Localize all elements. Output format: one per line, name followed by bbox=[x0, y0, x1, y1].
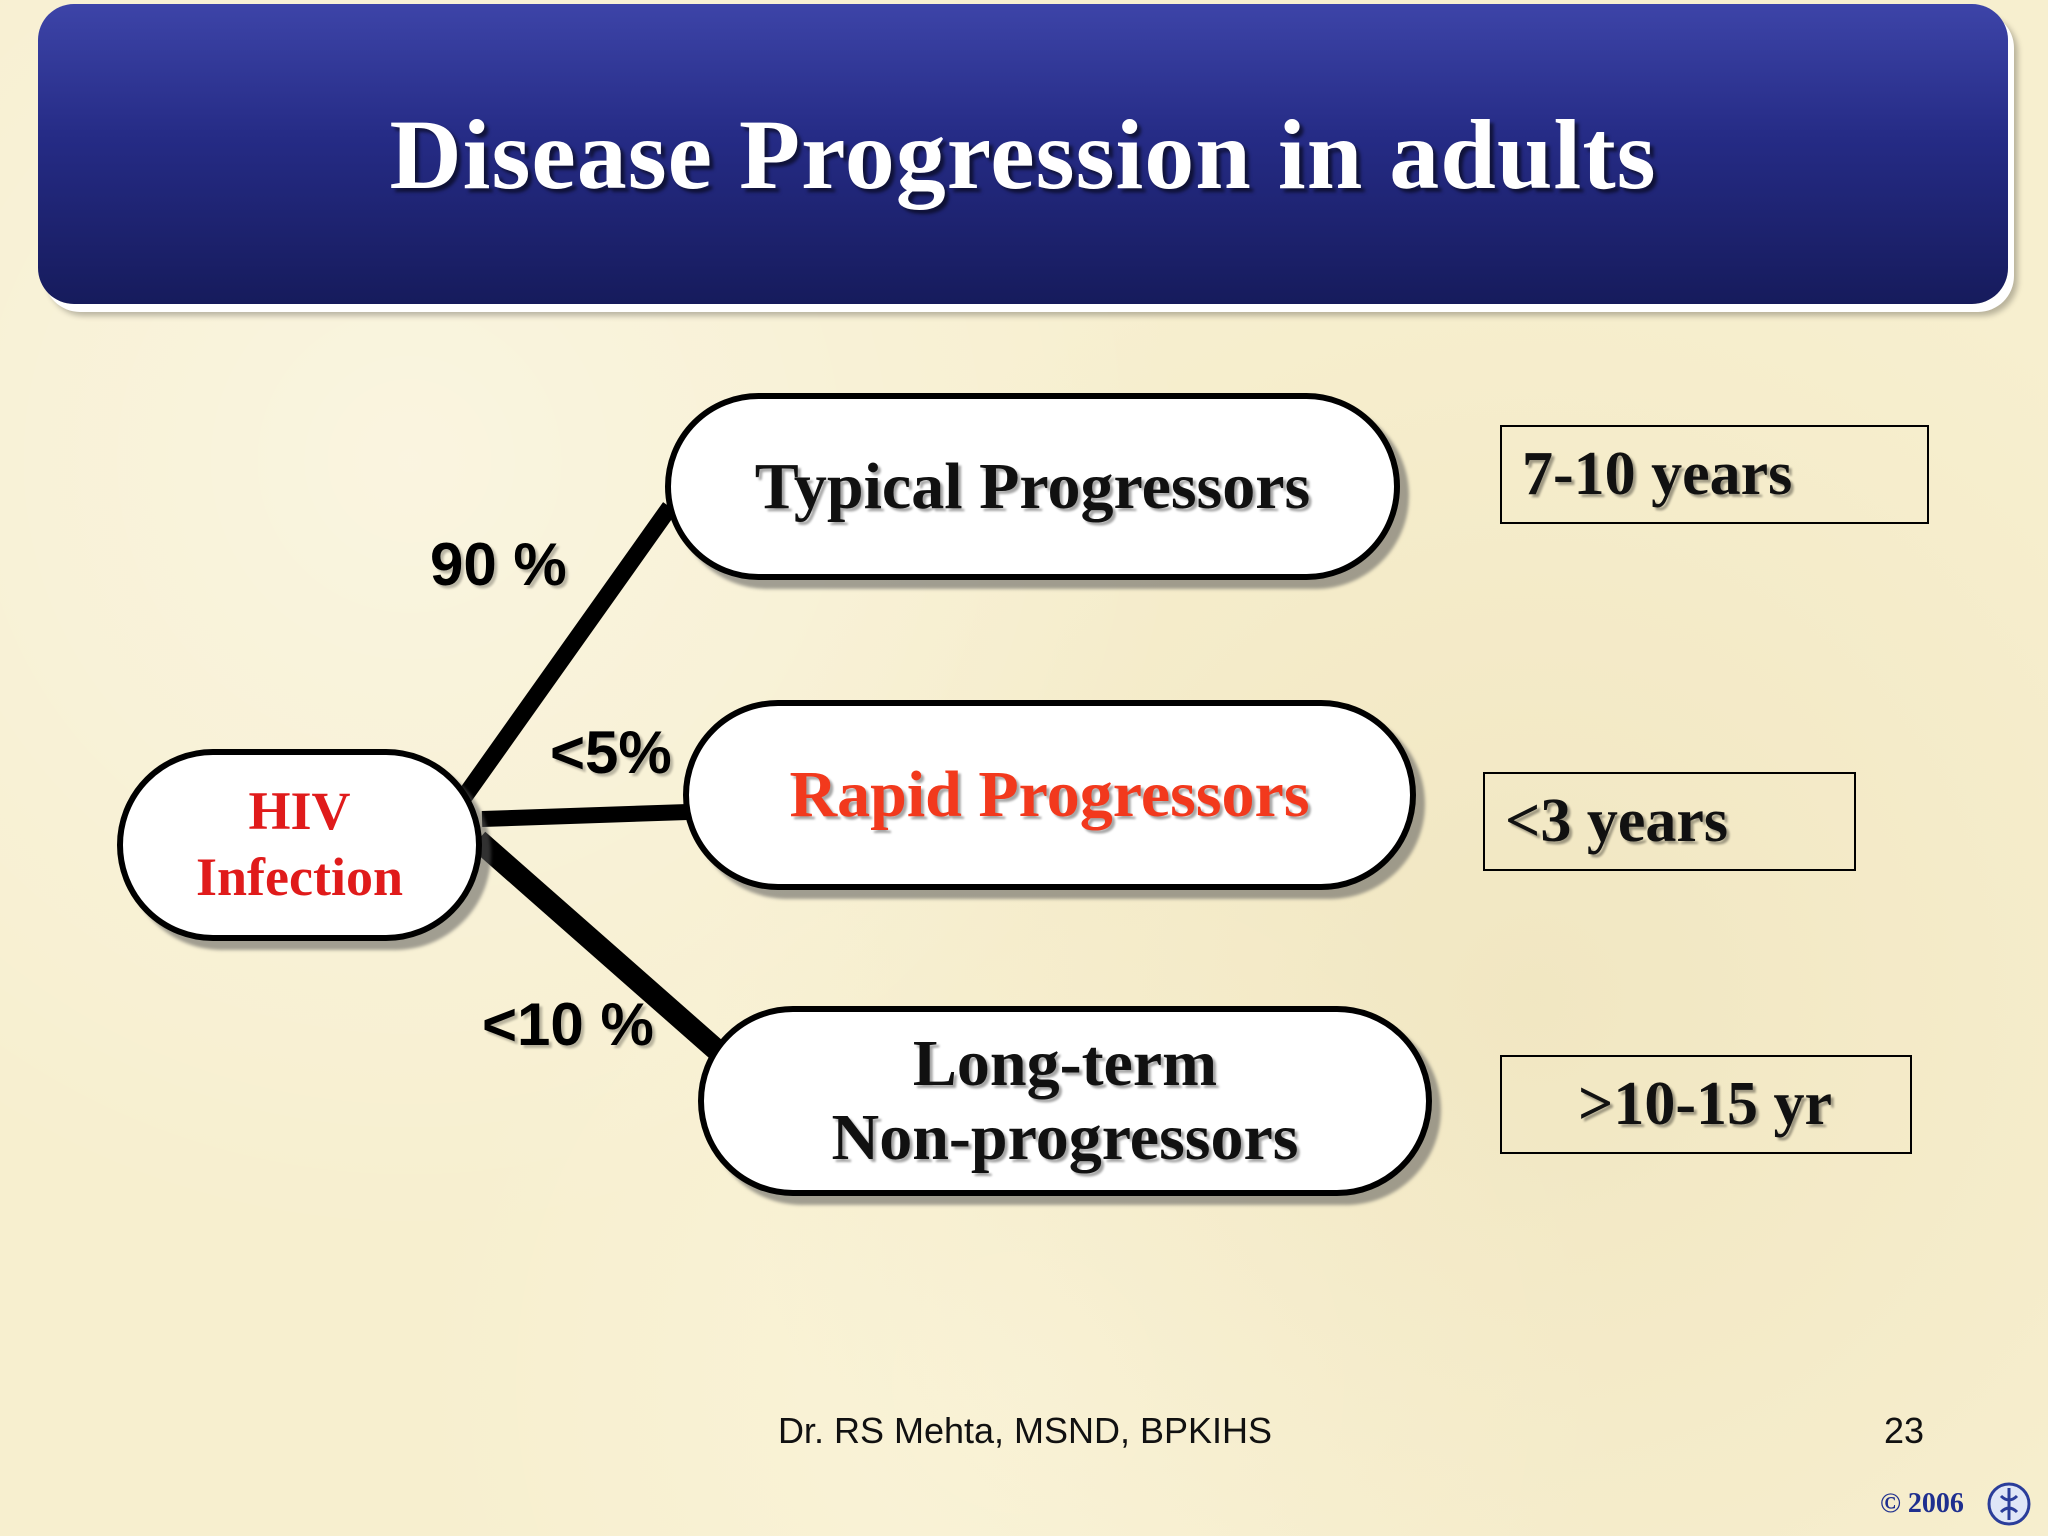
duration-rapid: <3 years bbox=[1505, 787, 1728, 855]
connector-rapid bbox=[481, 804, 689, 827]
duration-box-typical: 7-10 years bbox=[1500, 425, 1929, 524]
node-long-term-non-progressors: Long-term Non-progressors bbox=[698, 1006, 1432, 1196]
copyright-text: © 2006 bbox=[1880, 1488, 1964, 1519]
title-bar: Disease Progression in adults bbox=[38, 4, 2008, 304]
slide-title: Disease Progression in adults bbox=[389, 98, 1657, 210]
page-number: 23 bbox=[1883, 1410, 1924, 1451]
node-rapid-progressors: Rapid Progressors bbox=[683, 700, 1416, 890]
node-typical-progressors: Typical Progressors bbox=[665, 393, 1400, 580]
percent-typical: 90 % bbox=[430, 531, 567, 598]
duration-typical: 7-10 years bbox=[1522, 440, 1793, 508]
hiv-label-line1: HIV bbox=[248, 781, 351, 842]
node-hiv-infection: HIV Infection bbox=[117, 749, 482, 941]
duration-long-term: >10-15 yr bbox=[1578, 1070, 1832, 1138]
connector-typical bbox=[455, 502, 677, 805]
percent-long-term: <10 % bbox=[482, 991, 654, 1058]
footer-author: Dr. RS Mehta, MSND, BPKIHS bbox=[777, 1410, 1273, 1451]
institution-logo-icon bbox=[1987, 1482, 2031, 1526]
percent-rapid: <5% bbox=[550, 719, 672, 786]
rapid-label: Rapid Progressors bbox=[789, 758, 1310, 831]
duration-box-long-term: >10-15 yr bbox=[1500, 1055, 1912, 1154]
connector-long bbox=[470, 831, 728, 1062]
hiv-label-line2: Infection bbox=[196, 847, 403, 907]
long-label-line2: Non-progressors bbox=[831, 1101, 1299, 1174]
duration-box-rapid: <3 years bbox=[1483, 772, 1856, 871]
typical-label: Typical Progressors bbox=[754, 449, 1311, 523]
long-label-line1: Long-term bbox=[912, 1027, 1218, 1101]
